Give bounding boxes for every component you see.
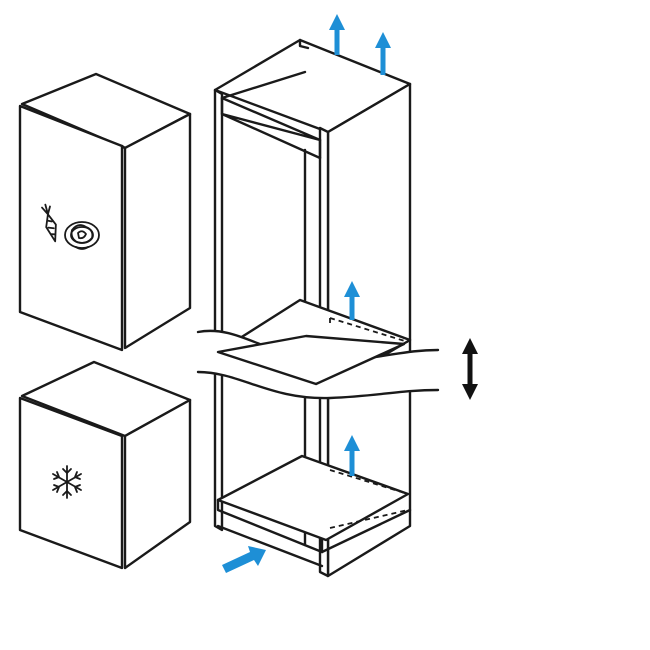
lower-appliance-door [18,396,124,570]
cabinet-top-rail [220,96,322,160]
airflow-arrow-icon [329,14,345,55]
cabinet-plinth [216,498,324,554]
bottom-shelf-dash [329,469,409,495]
lower-appliance-side [123,398,192,570]
cabinet-top-notch [298,38,310,50]
airflow-arrow-icon [344,435,360,476]
double-arrow-icon [462,338,478,400]
carrot-icon [41,203,57,243]
top-rail-back [220,70,307,100]
upper-appliance-door [18,104,124,352]
break-line-lower [196,370,440,400]
airflow-arrows [222,14,391,573]
upper-appliance [18,72,192,352]
lower-appliance [18,360,192,570]
door-edge [120,144,127,150]
cabinet-left-post [213,88,224,532]
airflow-arrow-icon [375,32,391,75]
middle-shelf-dash [329,317,409,343]
upper-appliance-side [123,112,192,350]
break-lines [196,329,440,400]
shelf-front-edge [216,334,406,386]
snowflake-icon [52,465,82,499]
airflow-intake-arrow-icon [222,546,266,573]
cabinet-housing [213,38,412,578]
airflow-arrow-icon [344,281,360,320]
cabbage-icon [64,221,100,250]
